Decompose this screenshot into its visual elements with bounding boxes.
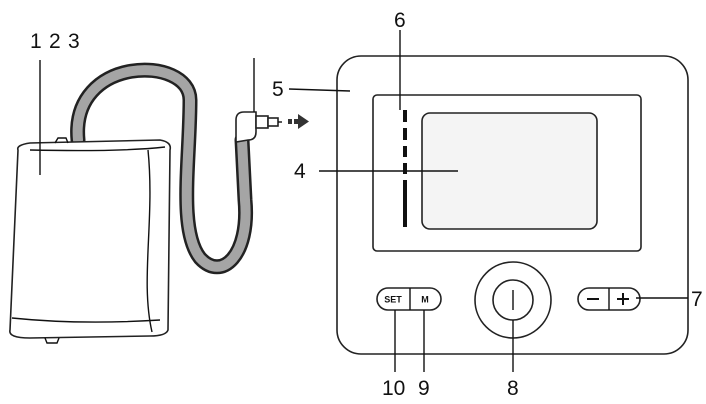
callout-8: 8 [507,377,519,400]
callout-5: 5 [272,78,284,101]
callout-2: 2 [49,30,61,53]
set-memory-button[interactable]: SET M [376,287,442,311]
callout-3: 3 [68,30,80,53]
set-button-label: SET [384,295,402,305]
insert-arrow-icon [288,114,309,129]
air-connector-plug [235,111,282,143]
minus-plus-buttons[interactable] [577,287,641,311]
callout-9: 9 [418,377,430,400]
callout-6: 6 [394,9,406,32]
callout-7: 7 [691,288,703,311]
leader-lines [39,30,688,372]
callout-1: 1 [30,30,42,53]
start-stop-button[interactable] [474,261,552,339]
cuff-tube [70,62,254,275]
callout-10: 10 [382,377,405,400]
plus-button[interactable] [617,293,629,305]
callout-4: 4 [294,160,306,183]
memory-button-label: M [421,295,429,305]
arm-cuff [9,137,172,344]
callout-labels: 1 2 3 4 5 6 7 8 9 10 [30,9,703,400]
monitor-unit [336,55,689,355]
